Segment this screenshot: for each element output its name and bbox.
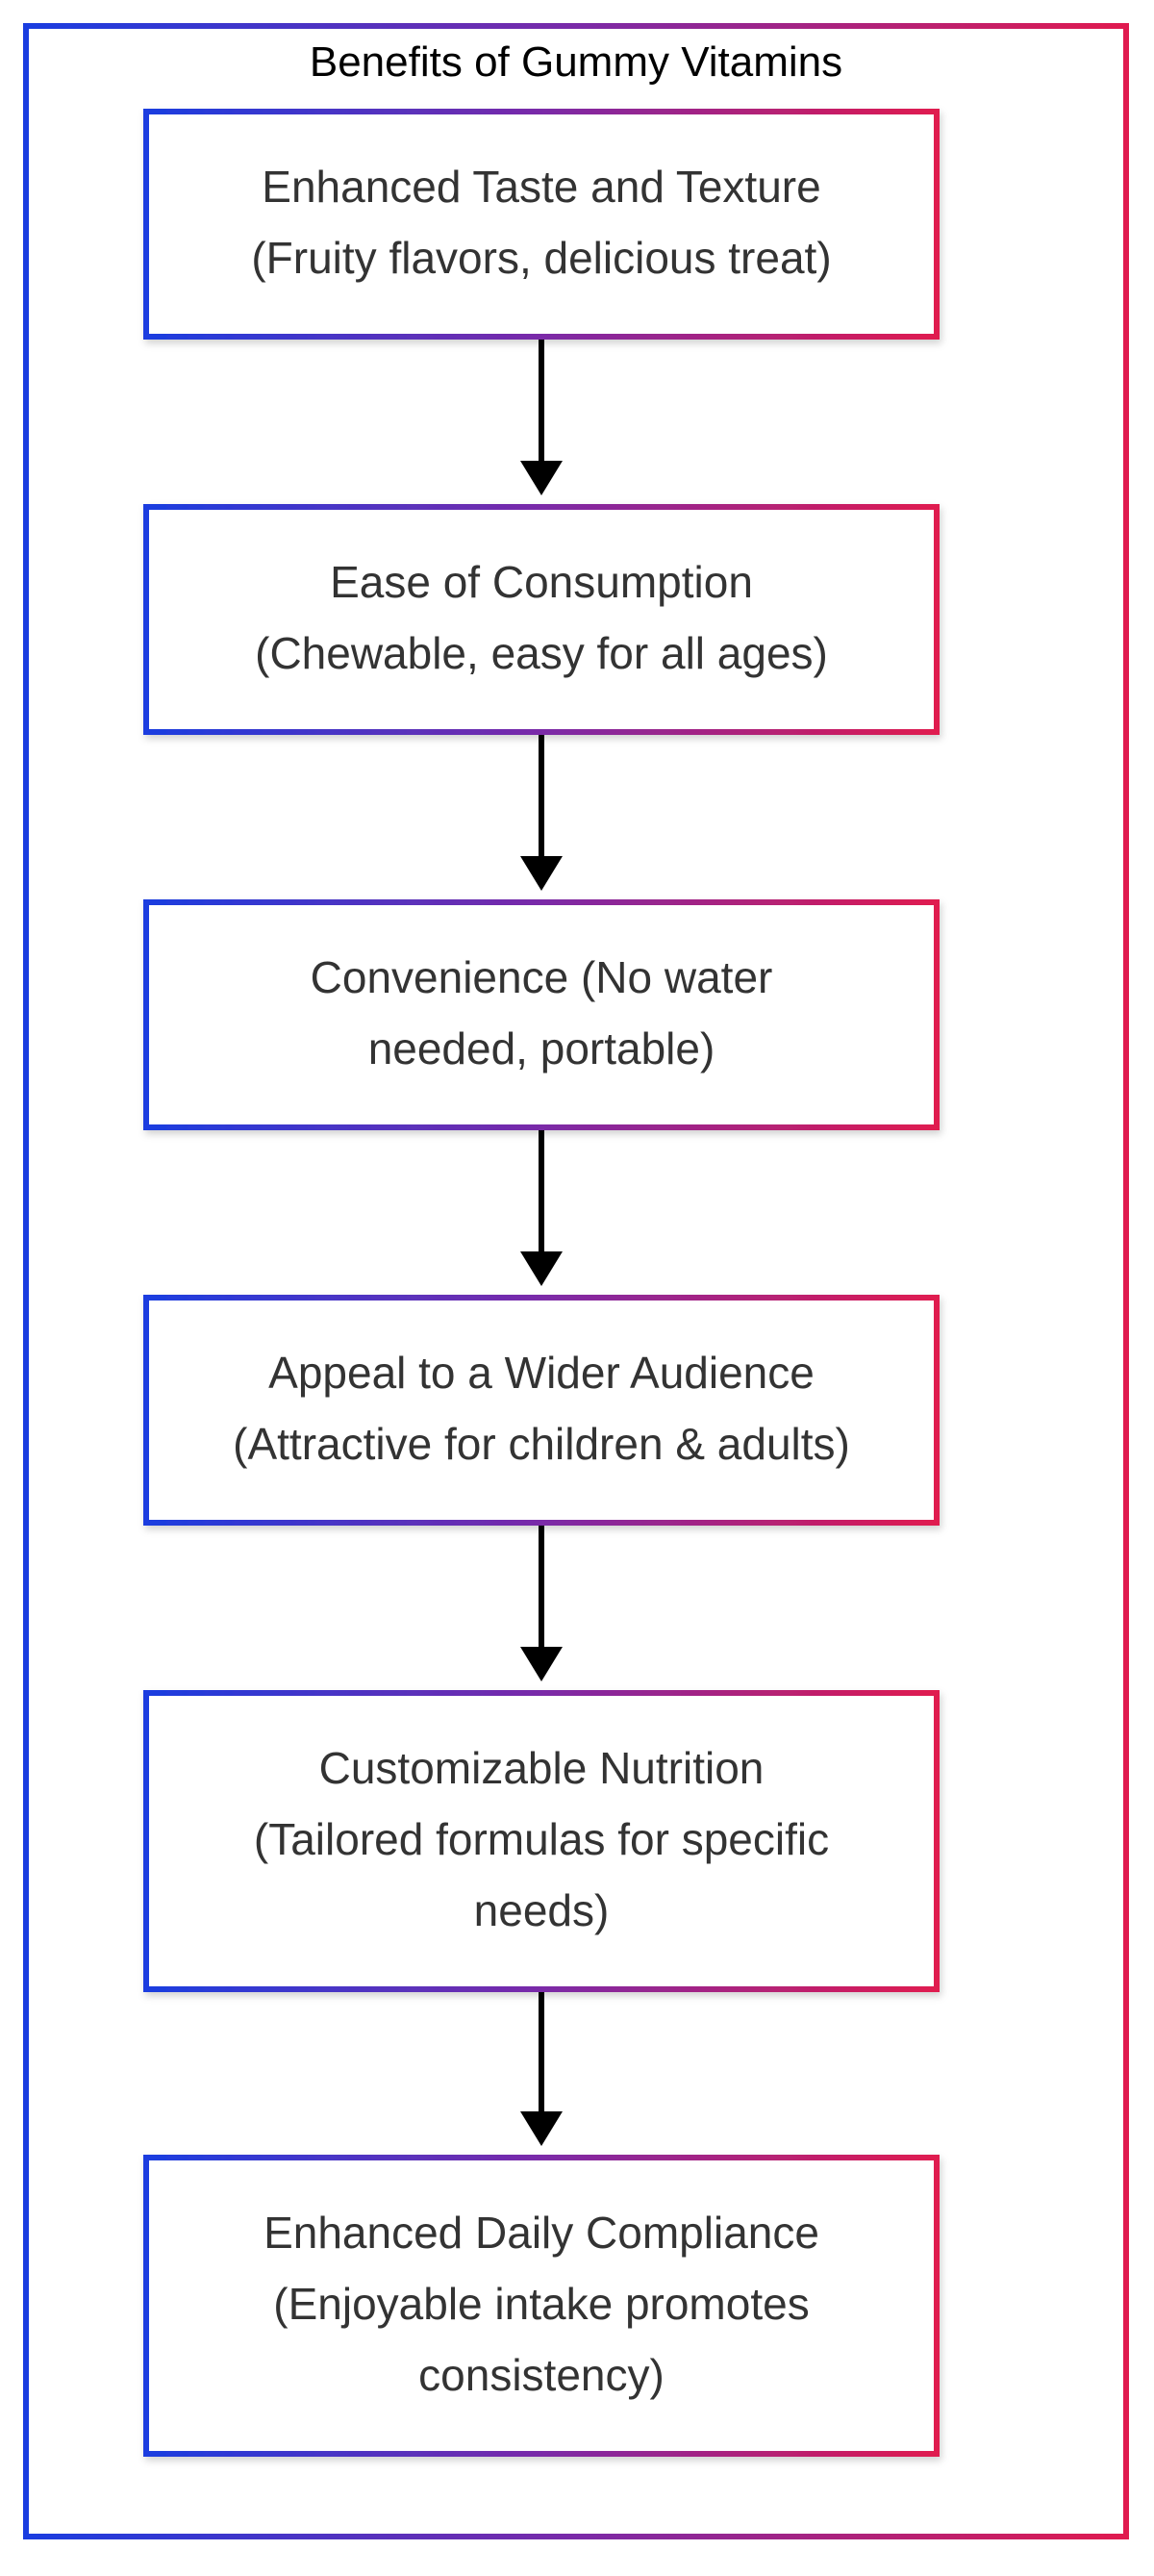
flow-node: Customizable Nutrition (Tailored formulas…: [143, 1690, 940, 1992]
flow-node-label-line: (Fruity flavors, delicious treat): [251, 233, 831, 283]
flow-edge-arrowhead: [520, 1647, 563, 1681]
flow-node-box: [143, 899, 940, 1130]
flow-node-label-line: Appeal to a Wider Audience: [268, 1348, 815, 1398]
flow-node-label-line: (Enjoyable intake promotes: [273, 2279, 809, 2329]
flow-edge-arrow: [520, 1526, 563, 1681]
nodes-layer: Enhanced Taste and Texture (Fruity flavor…: [143, 109, 940, 2457]
flow-node-box: [143, 1295, 940, 1526]
flow-edge-arrowhead: [520, 1251, 563, 1286]
flow-node-label-line: (Chewable, easy for all ages): [255, 628, 828, 678]
flow-edge-arrow: [520, 1992, 563, 2146]
flow-node: Ease of Consumption (Chewable, easy for a…: [143, 504, 940, 735]
flow-node: Convenience (No water needed, portable): [143, 899, 940, 1130]
flow-node: Appeal to a Wider Audience (Attractive fo…: [143, 1295, 940, 1526]
flow-node-label-line: Ease of Consumption: [330, 557, 753, 607]
edges-layer: [520, 340, 563, 2146]
flow-node-box: [143, 2155, 940, 2457]
cluster-frame: [23, 23, 1129, 2539]
flow-node-box: [143, 109, 940, 340]
flow-node-box: [143, 1690, 940, 1992]
flow-edge-arrow: [520, 1130, 563, 1286]
flow-node-label-line: Customizable Nutrition: [319, 1743, 765, 1793]
flow-node: Enhanced Daily Compliance (Enjoyable inta…: [143, 2155, 940, 2457]
flow-edge-arrow: [520, 735, 563, 891]
flow-node-label-line: (Tailored formulas for specific: [254, 1814, 829, 1864]
flow-node-label-line: Enhanced Taste and Texture: [262, 162, 820, 212]
flow-node-label-line: needs): [474, 1885, 610, 1935]
flow-node: Enhanced Taste and Texture (Fruity flavor…: [143, 109, 940, 340]
flow-node-label-line: needed, portable): [368, 1023, 715, 1073]
flow-node-label-line: consistency): [418, 2350, 665, 2400]
flow-node-box: [143, 504, 940, 735]
flow-node-label-line: Convenience (No water: [311, 952, 773, 1002]
diagram-title: Benefits of Gummy Vitamins: [310, 38, 842, 86]
flow-edge-arrowhead: [520, 2111, 563, 2146]
flow-node-label-line: Enhanced Daily Compliance: [263, 2208, 819, 2258]
flow-node-label-line: (Attractive for children & adults): [233, 1419, 850, 1469]
flow-edge-arrowhead: [520, 856, 563, 891]
flow-edge-arrowhead: [520, 461, 563, 495]
flow-edge-arrow: [520, 340, 563, 495]
